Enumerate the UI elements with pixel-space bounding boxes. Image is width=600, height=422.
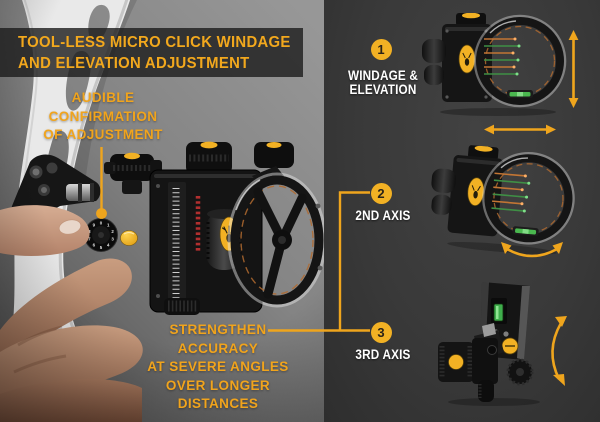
headline-line-2: AND ELEVATION ADJUSTMENT [18,54,250,72]
curved-double-arrow-icon [501,242,563,258]
feature-2-number-badge: 2 [370,182,392,204]
feature-1-number: 1 [377,41,385,57]
sight-top-view [438,282,534,402]
vertical-double-arrow-icon [568,30,579,108]
feature-2-number: 2 [377,185,385,201]
callout-strengthen: STRENGTHEN ACCURACY AT SEVERE ANGLES OVE… [147,322,289,411]
feature-1-label: WINDAGE & ELEVATION [347,68,419,97]
feature-3-number: 3 [377,324,385,340]
callout-audible: AUDIBLE CONFIRMATION OF ADJUSTMENT [43,90,163,142]
feature-3-number-badge: 3 [370,321,392,343]
sight-photo-windage-elevation [420,12,568,122]
sight-photo-2nd-axis [424,142,581,263]
sight-photo-3rd-axis [436,280,548,413]
headline-line-1: TOOL-LESS MICRO CLICK WINDAGE [18,33,291,51]
feature-panel: 1 WINDAGE & ELEVATION [324,0,600,422]
curved-vertical-double-arrow-icon [551,316,567,386]
sight-side-view [422,12,567,108]
headline-banner: TOOL-LESS MICRO CLICK WINDAGE AND ELEVAT… [0,28,303,77]
horizontal-double-arrow-icon [484,124,556,135]
feature-1-number-badge: 1 [370,38,392,60]
feature-3-label: 3RD AXIS [355,347,411,362]
feature-2-label: 2ND AXIS [355,208,411,223]
sight-side-view [431,145,575,245]
